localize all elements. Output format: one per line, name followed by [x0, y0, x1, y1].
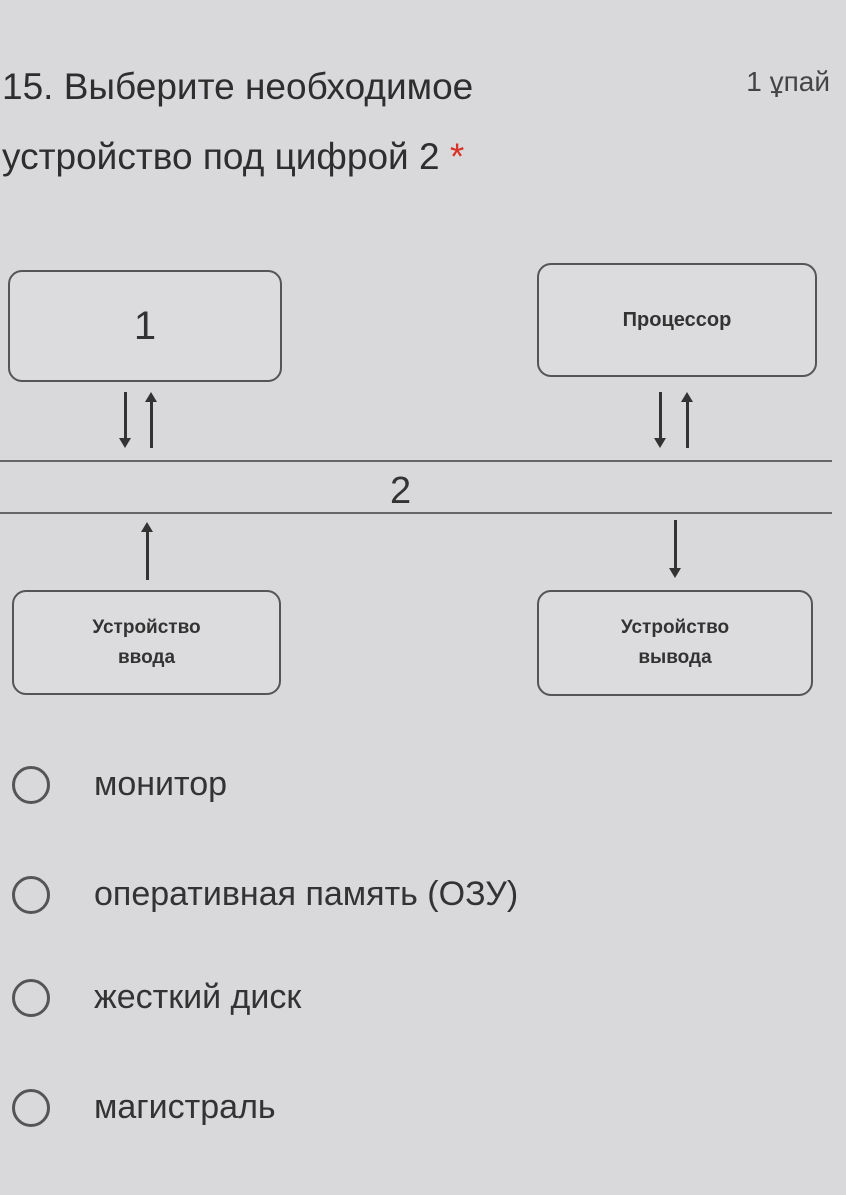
question-title-text: устройство под цифрой 2 [2, 136, 440, 177]
arrow-down-icon [119, 392, 131, 448]
question-title-line1: 15. Выберите необходимое [2, 66, 474, 107]
required-asterisk: * [449, 136, 465, 177]
question-title-line2: устройство под цифрой 2 * [2, 136, 464, 178]
bus-label: 2 [390, 470, 412, 512]
radio-button[interactable] [12, 765, 50, 804]
radio-button[interactable] [12, 875, 50, 914]
input-device-box: Устройство ввода [12, 590, 281, 695]
option-label: магистраль [94, 1088, 276, 1126]
option-hard-disk[interactable]: жесткий диск [12, 978, 301, 1017]
radio-button[interactable] [12, 978, 50, 1017]
option-label: жесткий диск [94, 978, 302, 1016]
option-label: оперативная память (ОЗУ) [94, 875, 519, 913]
arrow-up-icon [681, 392, 693, 448]
arrow-up-icon [141, 522, 153, 580]
arrow-down-icon [669, 520, 681, 578]
bus-line-top [0, 460, 832, 462]
option-bus[interactable]: магистраль [12, 1088, 276, 1127]
arrow-up-icon [145, 392, 157, 448]
bus-line-bottom [0, 512, 832, 514]
option-monitor[interactable]: монитор [12, 765, 227, 804]
option-ram[interactable]: оперативная память (ОЗУ) [12, 875, 518, 914]
option-label: монитор [94, 765, 228, 803]
box-1: 1 [8, 270, 282, 382]
points-label: 1 ұпай [746, 66, 830, 97]
processor-box: Процессор [537, 263, 817, 377]
radio-button[interactable] [12, 1088, 50, 1127]
arrow-down-icon [654, 392, 666, 448]
output-device-box: Устройство вывода [537, 590, 813, 696]
